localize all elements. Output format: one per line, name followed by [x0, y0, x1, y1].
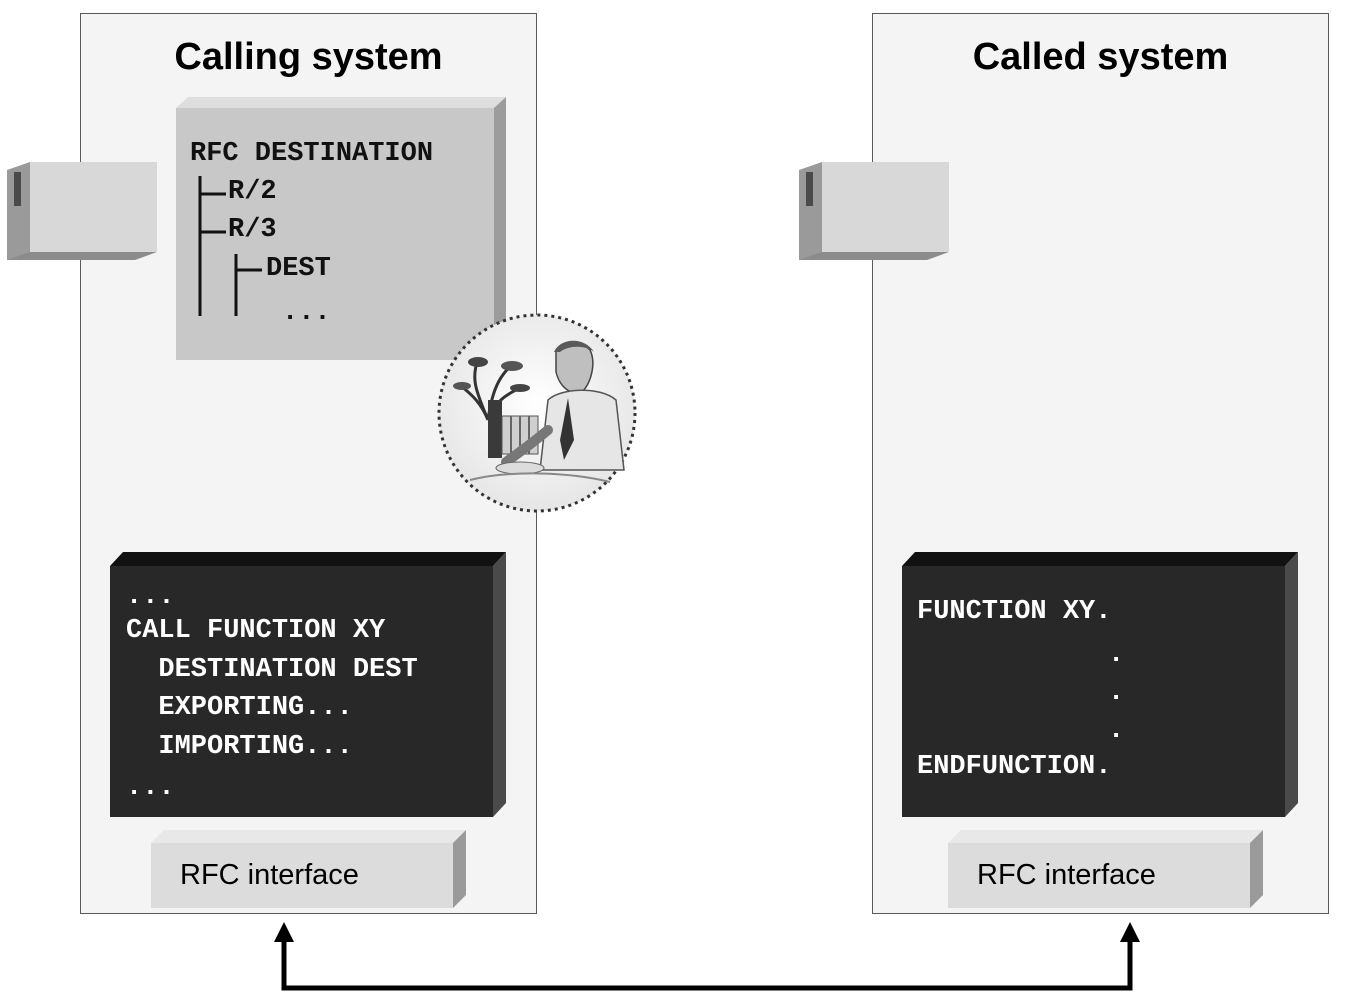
calling-code-line: EXPORTING... — [126, 693, 353, 723]
tree-item-r2: R/2 — [228, 177, 277, 207]
rfc-interface-label-called: RFC interface — [977, 859, 1156, 891]
tree-item-dest: DEST — [266, 254, 331, 284]
rfc-interface-box-calling — [151, 830, 466, 908]
calling-code-line: IMPORTING... — [126, 732, 353, 762]
called-code-line: . — [1108, 716, 1125, 746]
calling-code-box — [110, 552, 506, 817]
calling-system-title: Calling system — [174, 36, 443, 78]
called-code-box — [902, 552, 1298, 817]
user-photo-icon — [437, 313, 637, 513]
calling-code-line: CALL FUNCTION XY — [126, 616, 386, 646]
rfc-destination-header: RFC DESTINATION — [190, 139, 434, 169]
rfc-interface-box-called — [948, 830, 1263, 908]
tree-item-more: ... — [282, 298, 331, 328]
called-code-line: . — [1108, 640, 1125, 670]
called-code-line: . — [1108, 678, 1125, 708]
rfc-connection-arrow — [274, 922, 1140, 991]
calling-code-line: ... — [126, 582, 175, 612]
calling-code-line: DESTINATION DEST — [126, 655, 418, 685]
server-icon — [799, 162, 949, 260]
called-code-line: FUNCTION XY. — [917, 597, 1112, 627]
rfc-destination-box — [176, 97, 506, 360]
calling-code-line: ... — [126, 773, 175, 803]
rfc-interface-label-calling: RFC interface — [180, 859, 359, 891]
called-code-line: ENDFUNCTION. — [917, 752, 1112, 782]
server-icon — [7, 162, 157, 260]
tree-item-r3: R/3 — [228, 215, 277, 245]
called-system-title: Called system — [972, 36, 1229, 78]
